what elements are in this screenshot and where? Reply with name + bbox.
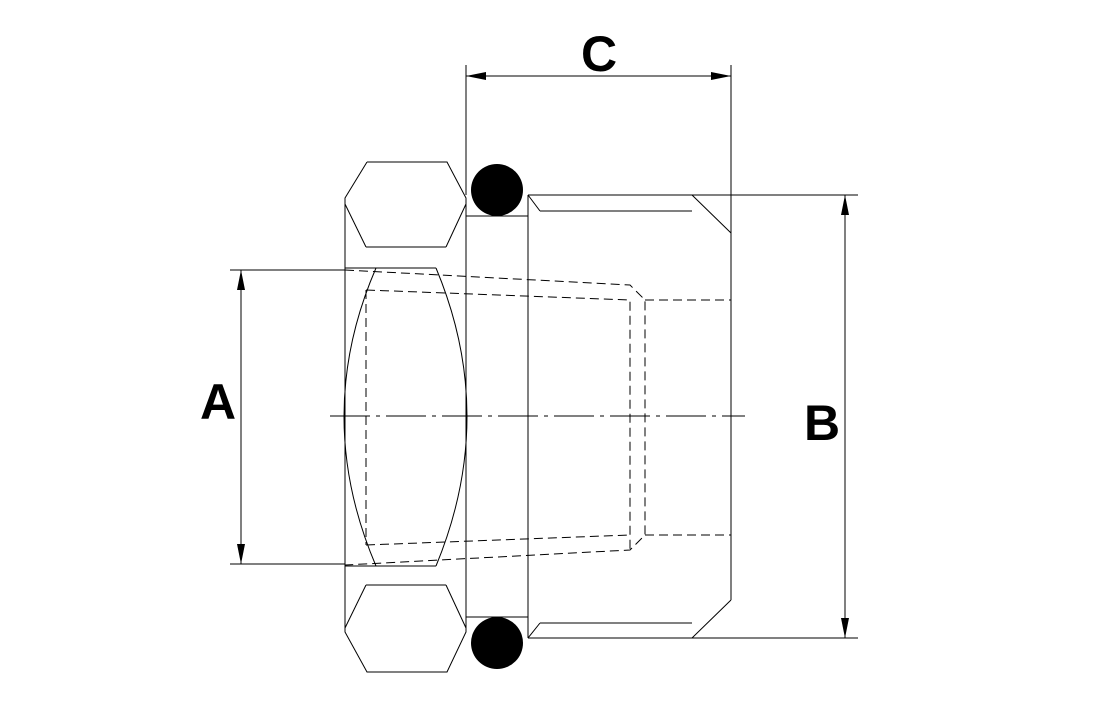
o-ring-bottom [471, 617, 523, 669]
dimension-label-b: B [804, 395, 840, 451]
dimension-label-a: A [200, 374, 236, 430]
hex-nut [343, 161, 468, 673]
dimension-c [465, 65, 732, 233]
dimension-a [230, 269, 345, 565]
dimension-b [692, 194, 858, 639]
o-ring-top [471, 164, 523, 216]
fitting-body [527, 194, 732, 639]
dimension-label-c: C [581, 26, 617, 82]
internal-bore-hidden [344, 269, 731, 566]
